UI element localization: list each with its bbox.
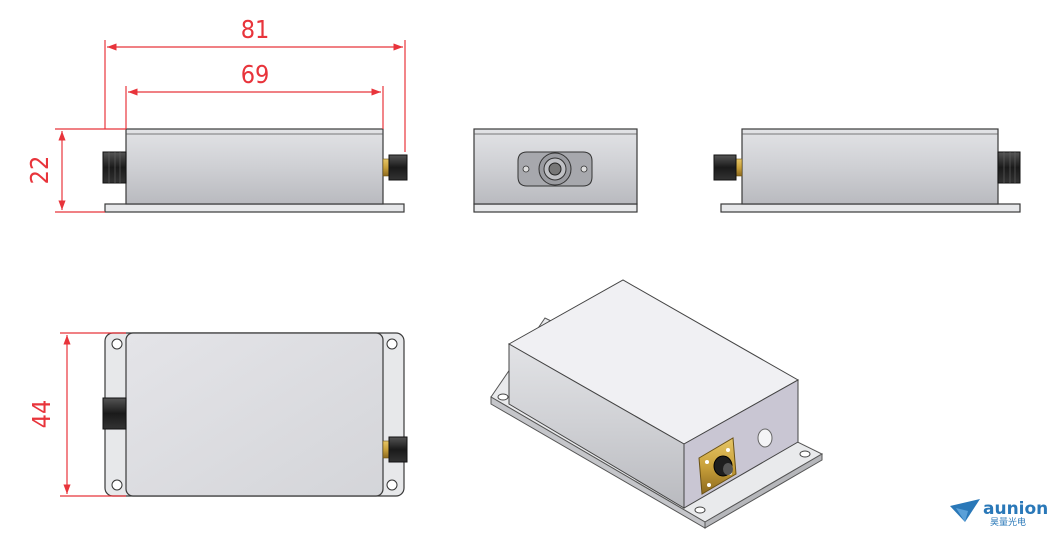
top-right-connector-icon: [382, 436, 408, 463]
isometric-view: [490, 279, 824, 529]
dimension-44-label: 44: [27, 400, 56, 429]
dimension-81: 81: [104, 15, 406, 152]
paper-plane-icon: [950, 499, 980, 522]
connector-flange-icon: [517, 151, 593, 187]
iso-connector-icon: [698, 437, 737, 495]
logo-brand-text: aunion: [983, 499, 1048, 519]
dimension-44: 44: [27, 332, 126, 497]
dimension-69-label: 69: [241, 60, 270, 89]
dimension-22: 22: [25, 128, 126, 213]
end-view: [473, 128, 638, 213]
top-view: [102, 332, 408, 497]
dimension-22-label: 22: [25, 156, 54, 185]
rear-right-connector-icon: [997, 151, 1021, 184]
top-left-connector-icon: [102, 397, 127, 430]
logo-subtitle-text: 昊量光电: [990, 516, 1026, 528]
dimension-81-label: 81: [241, 15, 270, 44]
aunion-logo: aunion 昊量光电: [950, 499, 1048, 528]
left-connector-icon: [102, 151, 127, 184]
rear-view: [713, 128, 1021, 213]
right-connector-icon: [382, 154, 408, 181]
front-view: [102, 128, 408, 213]
dimension-69: 69: [125, 60, 384, 129]
rear-left-connector-icon: [713, 154, 743, 181]
